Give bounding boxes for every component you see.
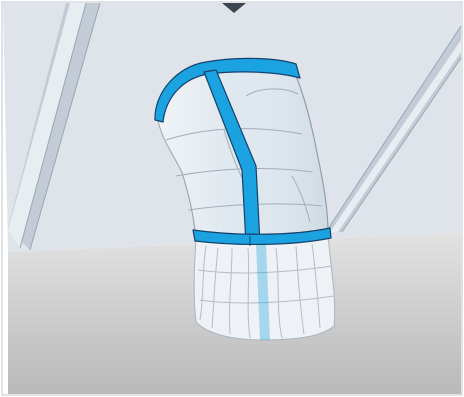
plastic-sheet [194,234,335,340]
